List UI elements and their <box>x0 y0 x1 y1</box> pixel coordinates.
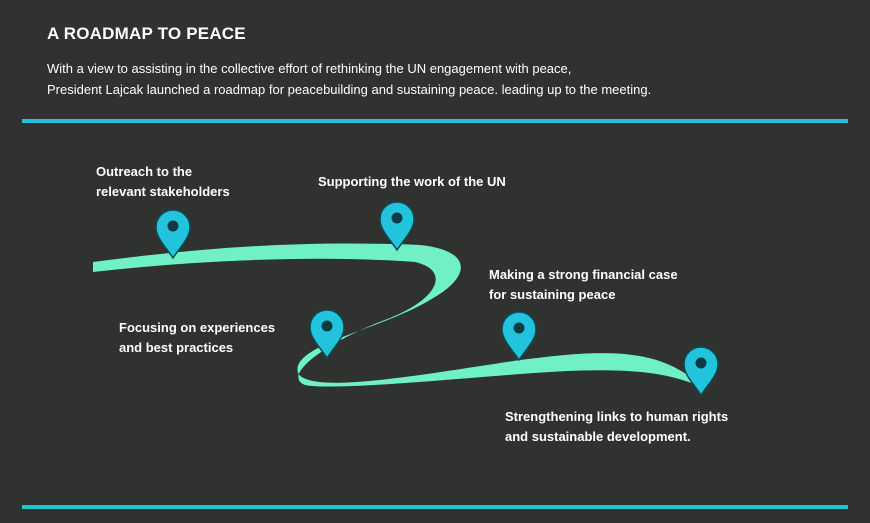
milestone-label: Strengthening links to human rights <box>505 409 729 424</box>
milestone-label: relevant stakeholders <box>96 184 230 199</box>
milestone-label: Outreach to the <box>96 164 193 179</box>
intro-line-1: With a view to assisting in the collecti… <box>47 61 572 76</box>
map-pin-icon <box>683 346 719 397</box>
winding-road <box>93 243 703 388</box>
intro-line-2: President Lajcak launched a roadmap for … <box>47 82 652 97</box>
milestone-supporting-un: Supporting the work of the UN <box>318 172 506 192</box>
milestone-human-rights: Strengthening links to human rights and … <box>505 407 728 447</box>
bottom-divider <box>22 505 848 509</box>
milestone-label: and best practices <box>119 340 234 355</box>
milestone-label: and sustainable development. <box>505 429 691 444</box>
milestone-label: Making a strong financial case <box>489 267 678 282</box>
map-pin-icon <box>155 209 191 260</box>
map-pin-icon <box>501 311 537 362</box>
top-divider <box>22 119 848 123</box>
milestone-experiences: Focusing on experiences and best practic… <box>119 318 275 358</box>
intro-paragraph: With a view to assisting in the collecti… <box>47 58 837 100</box>
map-pin-icon <box>379 201 415 252</box>
milestone-outreach: Outreach to the relevant stakeholders <box>96 162 230 202</box>
milestone-financial-case: Making a strong financial case for susta… <box>489 265 678 305</box>
milestone-label: for sustaining peace <box>489 287 616 302</box>
page-title: A ROADMAP TO PEACE <box>47 24 246 43</box>
milestone-label: Supporting the work of the UN <box>318 174 506 189</box>
milestone-label: Focusing on experiences <box>119 320 276 335</box>
map-pin-icon <box>309 309 345 360</box>
